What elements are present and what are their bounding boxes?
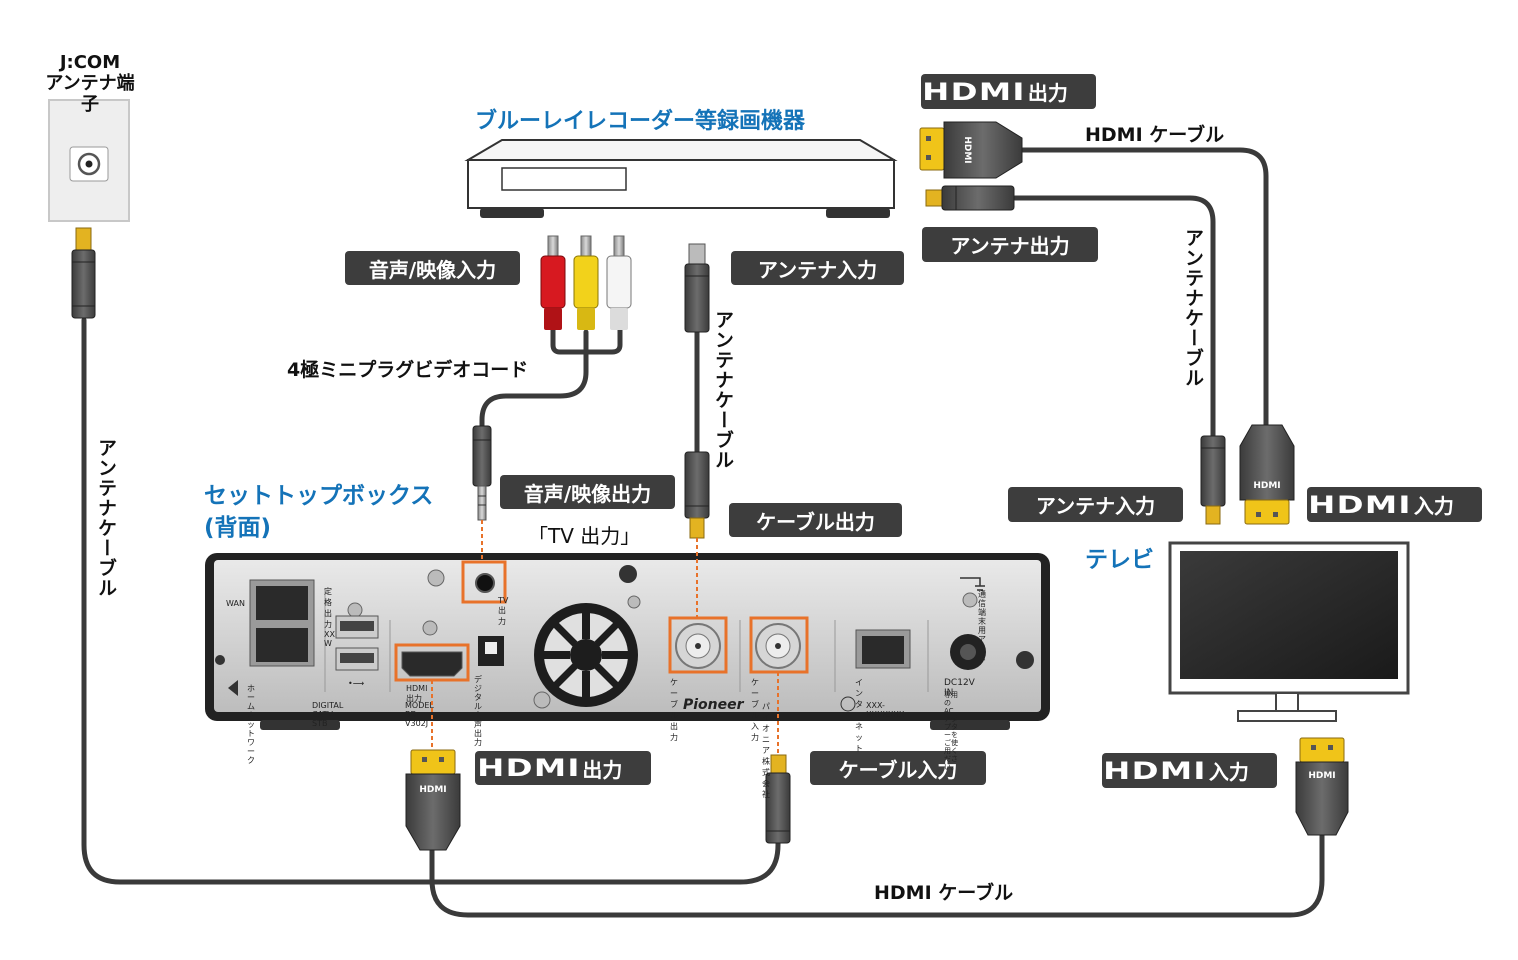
hdmi-cable-recorder-to-tv: [1019, 147, 1269, 428]
panel-wan: WAN: [226, 599, 245, 608]
antenna-plug-recorder-out: [925, 185, 1015, 211]
hdmi-plug-tv-in-top: HDMI: [1239, 424, 1295, 525]
panel-cable-out: ケーブル出力: [670, 678, 678, 742]
hdmi-plug-tv-in-bottom: HDMI: [1295, 737, 1349, 836]
pill-text: 出力: [1027, 81, 1068, 105]
panel-internet: インターネット: [855, 678, 863, 753]
antenna-plug-recorder-in: [684, 243, 710, 333]
wall-outlet-title-line2: アンテナ端子: [45, 73, 135, 115]
pill-tv-antenna-in: アンテナ入力: [1008, 487, 1183, 522]
antenna-plug-stb-out: [684, 451, 710, 539]
panel-tv-out: TV出力: [498, 596, 509, 626]
hdmi-logo: HDMI: [476, 754, 581, 782]
hdmi-logo: HDMI: [922, 77, 1026, 106]
panel-model: MODEL BD-V302J: [405, 701, 434, 728]
hdmi-plug-recorder-out: HDMI: [919, 121, 1023, 179]
panel-digital-catv: DIGITAL CATV STB: [312, 701, 344, 728]
pill-text: 出力: [582, 757, 623, 782]
panel-rated-output: 定格出力 XX W: [324, 587, 335, 648]
wall-outlet-title-line1: J:COM: [59, 52, 121, 73]
hdmi-cable-stb-to-tv: [429, 832, 1325, 918]
cables: [81, 147, 1325, 918]
panel-ground-1: 通信端末用: [978, 590, 986, 635]
hdmi-plug-stb-out: HDMI: [405, 749, 461, 851]
rca-plug-white: [606, 235, 632, 330]
panel-home-network-2: ネットワーク: [247, 711, 255, 765]
panel-ground-2: アース: [978, 635, 986, 662]
panel-adapter-note-1: 専用のACアダプターを: [944, 691, 958, 739]
mini-plug: [472, 425, 492, 521]
label-hdmi-cable-bottom: HDMI ケーブル: [874, 882, 1014, 904]
panel-home-network: ホーム ネットワーク: [247, 684, 255, 765]
panel-digital-audio-1: デジタル: [474, 675, 482, 711]
panel-digital-audio: デジタル 音声出力: [474, 675, 482, 747]
pill-recorder-antenna-out: アンテナ出力: [922, 227, 1098, 262]
rca-plugs: [540, 235, 632, 330]
label-hdmi-cable-top: HDMI ケーブル: [1085, 124, 1225, 146]
antenna-plug-tv-in: [1200, 435, 1226, 525]
dashed-leaders: [431, 520, 779, 755]
panel-dc-in: DC12V IN: [944, 678, 975, 698]
pill-recorder-av-in: 音声/映像入力: [345, 251, 520, 285]
recorder-title: ブルーレイレコーダー等録画機器: [475, 109, 806, 134]
hdmi-logo: HDMI: [1308, 490, 1412, 519]
pill-stb-cable-in: ケーブル入力: [810, 751, 986, 785]
pill-recorder-antenna-in: アンテナ入力: [731, 251, 904, 285]
stb-title: セットトップボックス (背面): [204, 480, 433, 544]
av-cord-trunk: [479, 329, 589, 429]
panel-usb-symbol: •⟶: [348, 679, 365, 688]
hdmi-plug-logo: HDMI: [419, 785, 446, 795]
pill-text: 入力: [1208, 760, 1249, 784]
panel-ground: 通信端末用 アース: [978, 590, 986, 662]
bluray-recorder: [464, 139, 898, 218]
pill-text: 入力: [1413, 494, 1454, 518]
label-antenna-cable-mid: アンテナケーブル: [712, 310, 734, 470]
tv-title: テレビ: [1085, 547, 1154, 573]
label-av-cord: 4極ミニプラグビデオコード: [287, 359, 529, 381]
highlight-boxes: [394, 560, 809, 682]
hdmi-plug-logo: HDMI: [962, 136, 972, 163]
stb-title-line1: セットトップボックス: [204, 483, 434, 509]
pill-stb-cable-out: ケーブル出力: [729, 503, 902, 537]
panel-serial: XXX-XXXXXXX: [866, 701, 905, 719]
wall-outlet-title: J:COM アンテナ端子: [40, 52, 140, 115]
panel-adapter-note: 専用のACアダプターを ご使用ください。: [944, 691, 958, 771]
antenna-plug-wall: [71, 227, 96, 319]
pill-stb-av-out: 音声/映像出力: [500, 475, 675, 509]
panel-digital-audio-2: 音声出力: [474, 711, 482, 747]
television: [1168, 541, 1410, 722]
hdmi-logo: HDMI: [1103, 756, 1207, 785]
label-tv-output-note: 「TV 出力」: [528, 524, 641, 548]
panel-hdmi-out: HDMI 出力: [406, 684, 428, 703]
antenna-plug-stb-in: [765, 754, 791, 844]
panel-home-network-1: ホーム: [247, 684, 255, 711]
wall-outlet: [48, 99, 130, 222]
hdmi-plug-logo: HDMI: [1308, 771, 1335, 781]
stb-title-line2: (背面): [204, 515, 272, 541]
antenna-cable-recorder-to-tv: [1012, 195, 1216, 439]
panel-maker: パイオニア株式会社: [762, 702, 770, 799]
rca-plug-red: [540, 235, 566, 330]
panel-brand: Pioneer: [683, 697, 744, 713]
label-antenna-cable-left: アンテナケーブル: [95, 438, 117, 598]
panel-adapter-note-2: ご使用ください。: [944, 739, 958, 771]
rca-plug-yellow: [573, 235, 599, 330]
panel-cable-in: ケーブル入力: [751, 678, 759, 742]
label-antenna-cable-right: アンテナケーブル: [1182, 228, 1204, 388]
hdmi-plug-logo: HDMI: [1253, 481, 1280, 491]
